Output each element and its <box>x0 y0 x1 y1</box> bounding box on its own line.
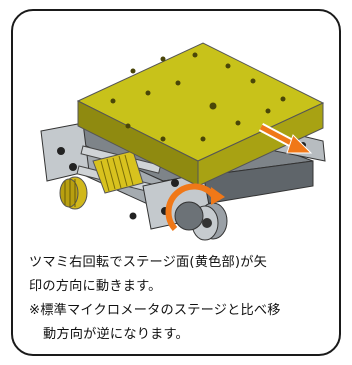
stage-illustration-icon <box>40 42 326 241</box>
caption-text: ツマミ右回転でステージ面(黄色部)が矢 印の方向に動きます。 ※標準マイクロメー… <box>29 251 329 347</box>
direction-arrow-icon <box>258 123 313 154</box>
caption-line-3: ※標準マイクロメータのステージと比べ移 <box>29 303 281 318</box>
caption-line-1: ツマミ右回転でステージ面(黄色部)が矢 <box>29 255 268 270</box>
caption-line-2: 印の方向に動きます。 <box>29 279 162 294</box>
caption-line-4: 動方向が逆になります。 <box>43 327 189 342</box>
info-card: ツマミ右回転でステージ面(黄色部)が矢 印の方向に動きます。 ※標準マイクロメー… <box>11 9 341 356</box>
rotation-arrow-icon <box>165 183 216 231</box>
